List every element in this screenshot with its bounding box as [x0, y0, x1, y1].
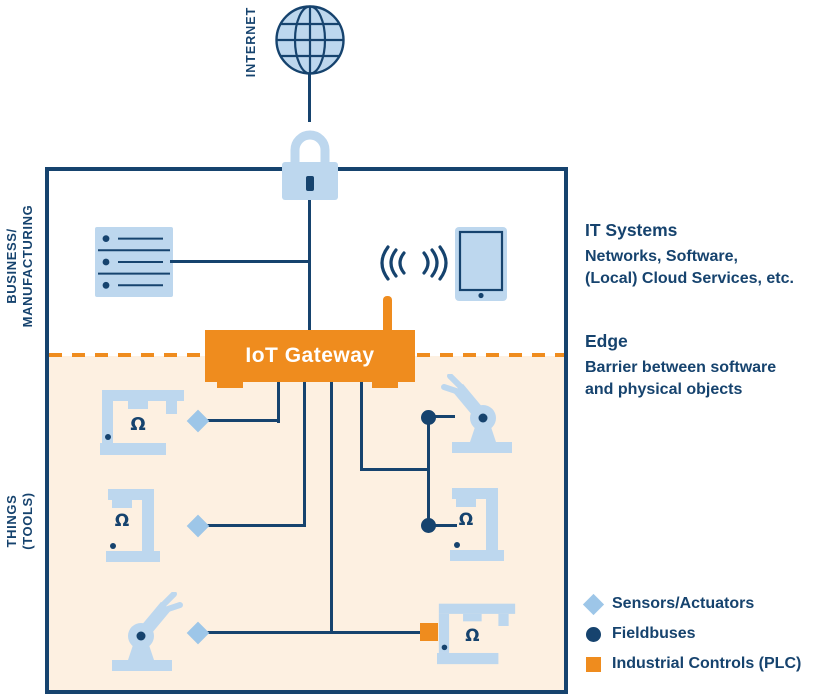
tablet-icon [455, 227, 507, 301]
fieldbus-line [427, 417, 430, 527]
internet-to-lock-line [308, 74, 311, 122]
drill-press-icon: Ω [450, 488, 504, 561]
it-systems-title: IT Systems [585, 220, 678, 240]
server-icon [95, 227, 173, 297]
diamond-marker-icon [582, 593, 605, 615]
connector-line [360, 382, 363, 471]
square-marker-icon [586, 656, 601, 672]
fieldbus-node [421, 518, 436, 533]
plc-marker [420, 623, 438, 641]
connector-line [303, 382, 306, 527]
connector-line [429, 415, 455, 418]
edge-title: Edge [585, 331, 628, 351]
gateway-foot [372, 381, 398, 388]
legend-item-fieldbuses: Fieldbuses [586, 619, 801, 649]
things-tools-label: THINGS (TOOLS) [4, 492, 35, 550]
svg-text:Ω: Ω [115, 511, 129, 531]
robot-arm-icon [441, 374, 512, 453]
fieldbus-node [421, 410, 436, 425]
connector-line [330, 382, 333, 634]
legend-item-sensors: Sensors/Actuators [582, 589, 801, 619]
svg-text:Ω: Ω [130, 414, 145, 435]
drill-press-icon: Ω [106, 489, 160, 562]
legend: Sensors/Actuators Fieldbuses Industrial … [582, 589, 801, 679]
server-to-network-line [170, 260, 310, 263]
gateway-foot [217, 381, 243, 388]
connector-line [197, 631, 424, 634]
lock-to-gateway-line [308, 196, 311, 330]
edge-note: Edge Barrier between software and physic… [585, 331, 815, 400]
connector-line [197, 524, 306, 527]
connector-line [360, 468, 430, 471]
it-systems-note: IT Systems Networks, Software, (Local) C… [585, 220, 815, 289]
legend-item-plc: Industrial Controls (PLC) [586, 649, 801, 679]
globe-icon [275, 5, 345, 75]
internet-label: INTERNET [244, 6, 258, 78]
robot-arm-icon [112, 592, 183, 671]
padlock-icon [282, 130, 338, 200]
iot-gateway: IoT Gateway [205, 330, 415, 382]
circle-marker-icon [586, 626, 601, 642]
cnc-machine-icon: Ω [437, 603, 516, 665]
antenna-icon [383, 296, 392, 332]
wireless-signal-icon [380, 245, 448, 281]
connector-line [429, 524, 457, 527]
iot-gateway-label: IoT Gateway [245, 344, 375, 367]
cnc-machine-icon: Ω [100, 390, 184, 455]
svg-text:Ω: Ω [459, 510, 473, 530]
svg-text:Ω: Ω [465, 625, 479, 645]
connector-line [197, 419, 280, 422]
business-manufacturing-label: BUSINESS/ MANUFACTURING [4, 204, 35, 328]
connector-line [277, 382, 280, 423]
